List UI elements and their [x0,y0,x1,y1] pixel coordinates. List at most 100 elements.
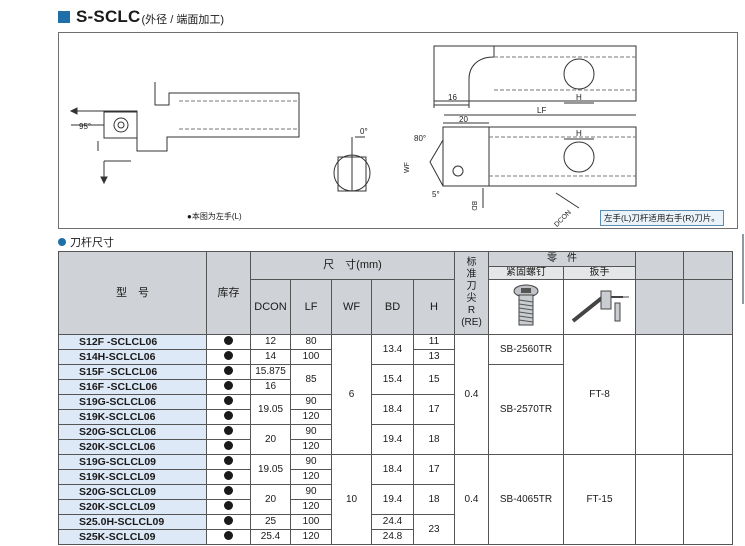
lf-cell: 100 [290,349,332,365]
lf-cell: 120 [290,499,332,515]
table-row: S25K-SCLCL09 25.4 120 24.8 [58,529,733,545]
page-subtitle: (外径 / 端面加工) [141,13,224,26]
stock-cell [206,484,251,500]
screw-icon [513,284,539,325]
extra-a-cell [635,454,684,545]
h-cell: 17 [413,394,455,425]
lf-cell: 90 [290,394,332,410]
insert-compat-note: 左手(L)刀杆适用右手(R)刀片。 [600,210,724,226]
square-bullet-icon [58,11,70,23]
section-header: S-SCLC (外径 / 端面加工) [58,6,224,28]
col-extra-a-sub [635,279,684,335]
extra-b-cell [683,334,733,455]
col-dcon-header: DCON [250,279,291,335]
bd-cell: 13.4 [371,334,414,365]
circle-bullet-icon [58,238,66,246]
lf-cell: 120 [290,529,332,545]
bd-cell: 19.4 [371,424,414,455]
col-wrench-header: 扳手 [563,266,636,280]
stock-cell [206,499,251,515]
h-mid-label: H [576,129,582,138]
h-cell: 11 [413,334,455,350]
lf-cell: 120 [290,469,332,485]
stock-cell [206,364,251,380]
dim-16-label: 16 [448,93,457,102]
dcon-cell: 14 [250,349,291,365]
screw-cell: SB-2570TR [488,364,564,455]
angle-95-label: 95° [79,122,91,131]
model-cell: S19K-SCLCL09 [58,469,207,485]
table-row: S19G-SCLCL06 19.05 90 18.4 17 [58,394,733,425]
model-cell: S20G-SCLCL09 [58,484,207,500]
stock-cell [206,514,251,530]
stock-cell [206,469,251,485]
bd-cell: 18.4 [371,454,414,485]
screw-image-cell [488,279,564,335]
lf-cell: 120 [290,439,332,455]
dcon-cell: 25.4 [250,529,291,545]
col-stock-header: 库存 [206,251,251,335]
h-cell: 15 [413,364,455,395]
section-title: 刀杆尺寸 [58,234,114,250]
model-cell: S20K-SCLCL09 [58,499,207,515]
col-lf-header: LF [290,279,332,335]
model-cell: S20K-SCLCL06 [58,439,207,455]
model-cell: S25.0H-SCLCL09 [58,514,207,530]
wf-label: WF [404,162,411,173]
stock-cell [206,424,251,440]
in-stock-dot-icon [224,426,233,435]
in-stock-dot-icon [224,396,233,405]
col-screw-header: 紧固螺钉 [488,266,564,280]
col-parts-header: 零 件 [488,251,636,267]
table-row: S15F -SCLCL06 15.875 85 15.4 15 SB-2570T… [58,364,733,455]
model-cell: S19G-SCLCL06 [58,394,207,410]
lf-cell: 100 [290,514,332,530]
in-stock-dot-icon [224,471,233,480]
model-cell: S25K-SCLCL09 [58,529,207,545]
dcon-label: DCON [553,209,573,229]
in-stock-dot-icon [224,516,233,525]
extra-b-cell [683,454,733,545]
in-stock-dot-icon [224,336,233,345]
dcon-cell: 19.05 [250,454,291,485]
lf-cell: 90 [290,424,332,440]
stock-cell [206,334,251,350]
model-cell: S14H-SCLCL06 [58,349,207,365]
col-model-header: 型 号 [58,251,207,335]
stock-cell [206,409,251,425]
lf-label: LF [537,106,546,115]
page-edge-divider [742,234,744,304]
stock-cell [206,439,251,455]
holder-dimension-table: 型 号 库存 尺 寸(mm) 标 准 刀 尖 R (RE) 零 件 紧固螺钉 扳… [58,251,733,545]
bd-cell: 24.4 [371,514,414,530]
model-cell: S19G-SCLCL09 [58,454,207,470]
col-re-header: 标 准 刀 尖 R (RE) [454,251,489,335]
angle-80-label: 80° [414,134,426,143]
extra-a-cell [635,334,684,455]
in-stock-dot-icon [224,366,233,375]
table-row: S19K-SCLCL06 120 [58,409,733,425]
h-cell: 18 [413,484,455,515]
model-cell: S12F -SCLCL06 [58,334,207,350]
in-stock-dot-icon [224,351,233,360]
angle-0-label: 0° [360,127,368,136]
dcon-cell: 20 [250,484,291,515]
h-top-label: H [576,93,582,102]
lf-cell: 90 [290,454,332,470]
table-row: S19G-SCLCL09 19.05 90 10 18.4 17 0.4 SB-… [58,454,733,545]
torx-wrench-icon [571,290,629,323]
screw-cell: SB-4065TR [488,454,564,545]
dim-20-label: 20 [459,115,468,124]
screw-cell: SB-2560TR [488,334,564,365]
lf-cell: 80 [290,334,332,350]
lf-cell: 90 [290,484,332,500]
dcon-cell: 16 [250,379,291,395]
table-row: S20G-SCLCL09 20 90 19.4 18 [58,484,733,515]
dcon-cell: 12 [250,334,291,350]
col-wf-header: WF [331,279,372,335]
col-bd-header: BD [371,279,414,335]
re-cell: 0.4 [454,334,489,455]
lf-cell: 120 [290,409,332,425]
wrench-image-cell [563,279,636,335]
in-stock-dot-icon [224,456,233,465]
